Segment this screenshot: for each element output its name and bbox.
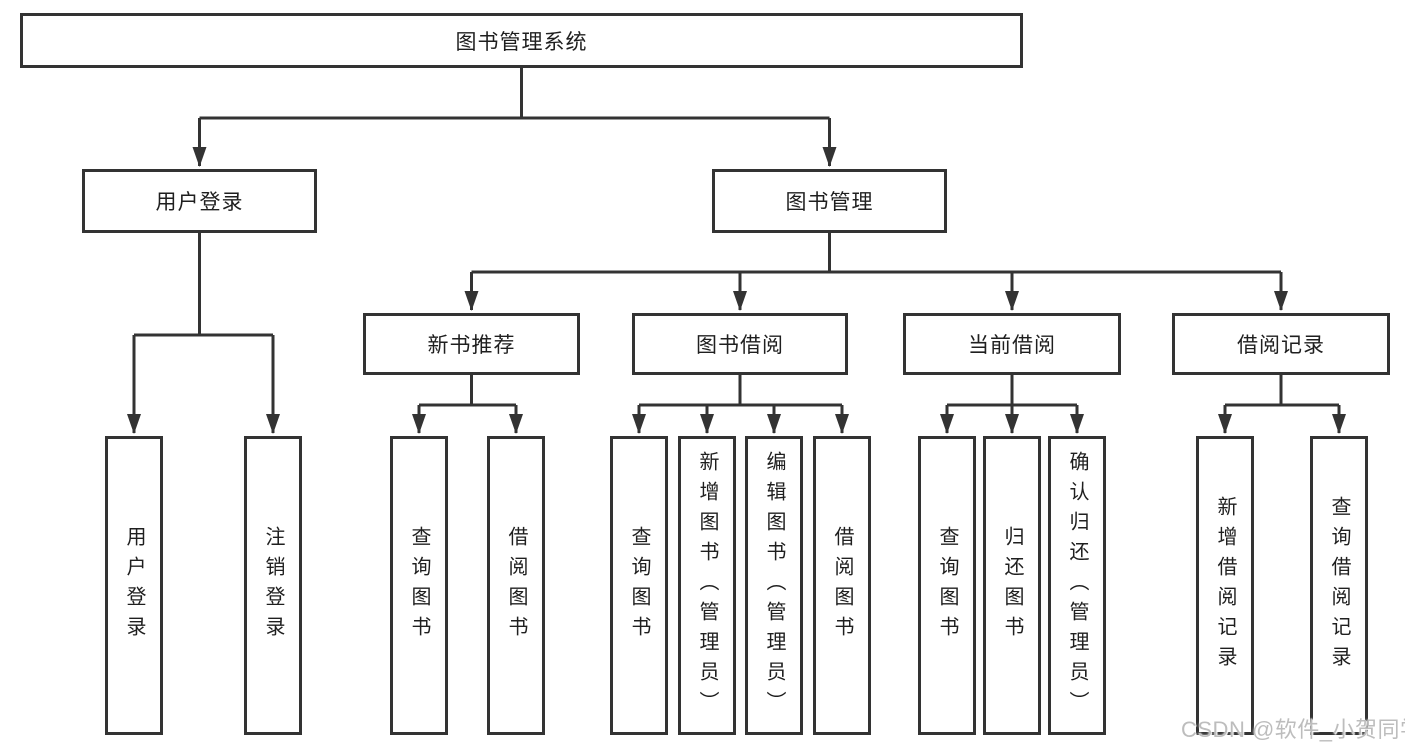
node-new-book-recommend: 新书推荐 (363, 313, 580, 375)
node-book-management: 图书管理 (712, 169, 947, 233)
csdn-watermark: CSDN @软件_小贺同学 (1181, 717, 1405, 742)
leaf-add-borrow-record: 新增借阅记录 (1196, 436, 1254, 735)
node-current-borrowing: 当前借阅 (903, 313, 1121, 375)
leaf-query-books-borrowing: 查询图书 (610, 436, 668, 735)
leaf-query-books-recommend: 查询图书 (390, 436, 448, 735)
tree-edges (127, 68, 1346, 434)
leaf-return-books: 归还图书 (983, 436, 1041, 735)
leaf-query-books-current: 查询图书 (918, 436, 976, 735)
leaf-add-book-admin: 新增图书（管理员） (678, 436, 736, 735)
node-root-system: 图书管理系统 (20, 13, 1023, 68)
leaf-borrow-books-borrowing: 借阅图书 (813, 436, 871, 735)
node-user-login: 用户登录 (82, 169, 317, 233)
node-book-borrowing: 图书借阅 (632, 313, 848, 375)
leaf-query-borrow-record: 查询借阅记录 (1310, 436, 1368, 735)
leaf-logout: 注销登录 (244, 436, 302, 735)
leaf-confirm-return-admin: 确认归还（管理员） (1048, 436, 1106, 735)
leaf-borrow-books-recommend: 借阅图书 (487, 436, 545, 735)
node-borrow-records: 借阅记录 (1172, 313, 1390, 375)
leaf-user-login: 用户登录 (105, 436, 163, 735)
leaf-edit-book-admin: 编辑图书（管理员） (745, 436, 803, 735)
